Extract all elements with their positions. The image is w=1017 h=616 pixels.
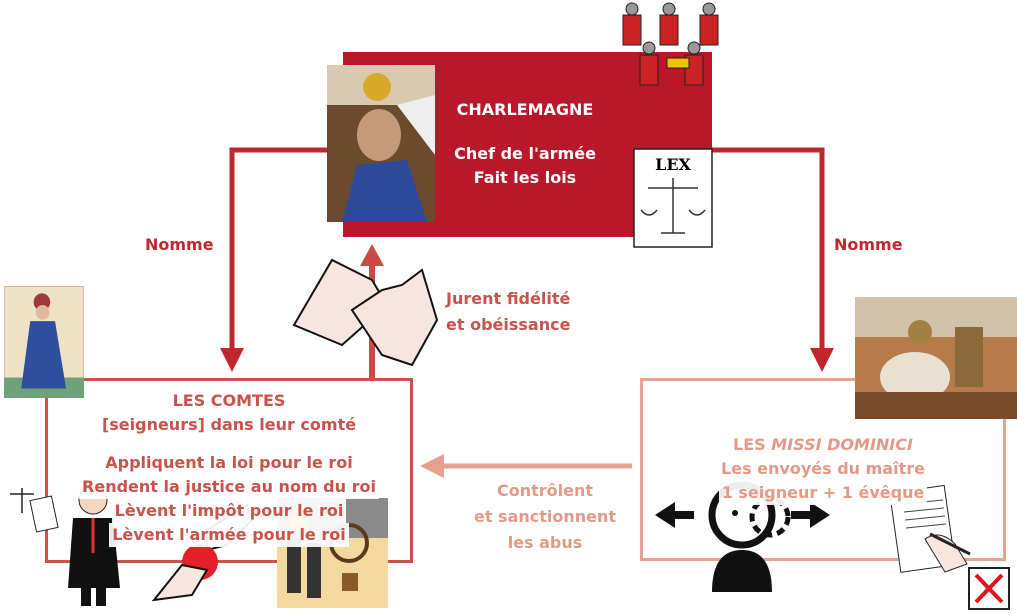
label-fidelite-2: et obéissance: [446, 315, 571, 334]
missi-line-1: Les envoyés du maître: [718, 457, 928, 481]
label-controle-1: Contrôlent: [496, 481, 594, 500]
lex-label: LEX: [655, 155, 691, 174]
charlemagne-text: CHARLEMAGNE Chef de l'armée Fait les loi…: [435, 98, 615, 190]
horsemen-painting: [855, 297, 1017, 419]
comtes-text: LES COMTES [seigneurs] dans leur comté A…: [48, 389, 410, 547]
missi-title-prefix: LES: [733, 435, 772, 454]
arrow-nomme-right: [712, 147, 834, 372]
missi-title: LES MISSI DOMINICI: [730, 433, 916, 457]
arrow-controle-left: [420, 454, 632, 478]
label-fidelite: Jurent fidélité et obéissance: [446, 286, 596, 338]
comtes-subtitle: [seigneurs] dans leur comté: [98, 413, 360, 437]
count-portrait: [4, 286, 84, 398]
missi-text: LES MISSI DOMINICI Les envoyés du maître…: [643, 433, 1003, 505]
label-controle-3: les abus: [507, 533, 583, 552]
writing-hand-icon: [889, 484, 971, 573]
charlemagne-role-army: Chef de l'armée: [454, 144, 596, 163]
charlemagne-title: CHARLEMAGNE: [456, 100, 594, 119]
label-controle-2: et sanctionnent: [473, 507, 617, 526]
comtes-line-4: Lèvent l'armée pour le roi: [109, 523, 349, 547]
close-icon[interactable]: [968, 567, 1010, 610]
soldiers-icon: [622, 2, 719, 86]
label-nomme-left: Nomme: [145, 235, 214, 254]
comtes-line-2: Rendent la justice au nom du roi: [79, 475, 379, 499]
comtes-title: LES COMTES: [169, 389, 289, 413]
label-nomme-right: Nomme: [834, 235, 903, 254]
comtes-box: LES COMTES [seigneurs] dans leur comté A…: [45, 378, 413, 563]
label-controle: Contrôlent et sanctionnent les abus: [460, 478, 630, 556]
lex-scales-icon: LEX: [633, 148, 713, 248]
pinky-promise-icon: [292, 258, 439, 367]
missi-title-italic: MISSI DOMINICI: [771, 435, 913, 454]
crowned-king-portrait: [327, 65, 435, 222]
label-fidelite-1: Jurent fidélité: [446, 289, 571, 308]
missi-line-2: 1 seigneur + 1 évêque: [718, 481, 928, 505]
comtes-line-1: Appliquent la loi pour le roi: [102, 451, 356, 475]
arrow-nomme-left: [220, 147, 343, 372]
comtes-line-3: Lèvent l'impôt pour le roi: [111, 499, 347, 523]
charlemagne-role-law: Fait les lois: [473, 168, 577, 187]
